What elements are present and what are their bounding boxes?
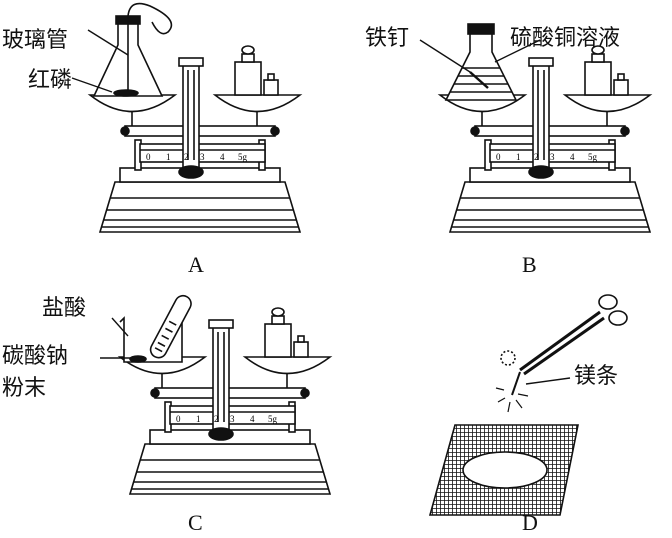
label-powder: 粉末: [2, 376, 47, 401]
svg-text:0: 0: [146, 152, 151, 162]
crucible-tongs: [519, 294, 628, 376]
svg-text:4: 4: [570, 152, 575, 162]
experiment-d: [428, 294, 628, 516]
flask-a: [92, 2, 173, 97]
balance-b: [439, 23, 651, 233]
label-iron-nail: 铁钉: [365, 26, 410, 51]
label-sodium-carbonate: 碳酸钠: [2, 344, 69, 369]
sparks: [495, 387, 529, 413]
caption-b: B: [522, 252, 537, 277]
caption-c: C: [188, 510, 203, 535]
svg-text:4: 4: [220, 152, 225, 162]
svg-text:3: 3: [550, 152, 555, 162]
label-glass-tube: 玻璃管: [2, 28, 69, 53]
label-copper-sulfate-solution: 硫酸铜溶液: [510, 26, 621, 51]
label-hydrochloric-acid: 盐酸: [42, 296, 87, 321]
svg-text:4: 4: [250, 414, 255, 424]
magnesium-ribbon: [511, 371, 521, 396]
svg-text:5g: 5g: [268, 414, 278, 424]
caption-a: A: [188, 252, 204, 277]
svg-text:5g: 5g: [238, 152, 248, 162]
svg-text:2: 2: [214, 414, 219, 424]
label-magnesium-ribbon: 镁条: [574, 364, 619, 389]
caption-d: D: [522, 510, 538, 535]
beaker-c: [119, 294, 192, 363]
label-red-phosphorus: 红磷: [28, 68, 73, 93]
balance-a: [89, 2, 301, 233]
svg-text:1: 1: [196, 414, 201, 424]
svg-text:1: 1: [166, 152, 171, 162]
flask-b: [444, 23, 518, 101]
svg-text:1: 1: [516, 152, 521, 162]
svg-text:3: 3: [200, 152, 205, 162]
svg-text:5g: 5g: [588, 152, 598, 162]
svg-text:3: 3: [230, 414, 235, 424]
balance-c: [119, 294, 331, 495]
svg-text:2: 2: [534, 152, 539, 162]
svg-text:2: 2: [184, 152, 189, 162]
svg-text:0: 0: [496, 152, 501, 162]
scale-ticks: 0 1 2 3 4 5g 0 1 2 3 4 5g 0 1 2 3 4 5g: [146, 152, 598, 424]
svg-text:0: 0: [176, 414, 181, 424]
